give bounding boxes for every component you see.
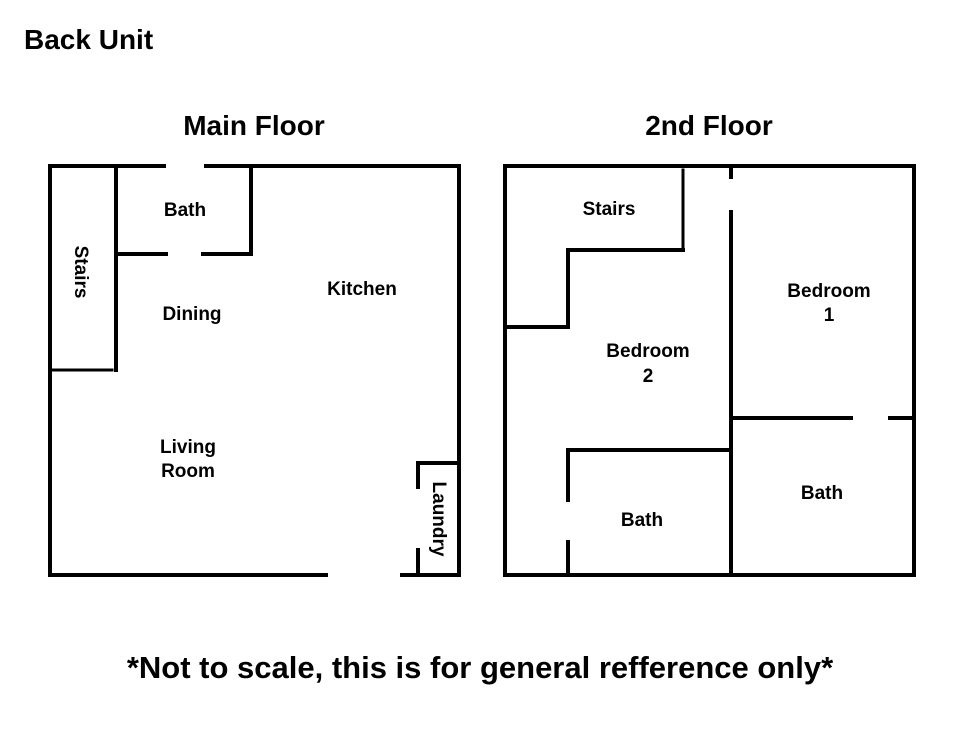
main-laundry-label: Laundry [428, 482, 449, 557]
second-bedroom1-label-line2: 1 [824, 305, 835, 326]
main-living-label-line2: Room [161, 461, 215, 482]
second-bath-right-label: Bath [801, 483, 843, 504]
second-stairs-label: Stairs [583, 199, 636, 220]
main-bath-label: Bath [164, 200, 206, 221]
main-dining-label: Dining [162, 304, 221, 325]
second-floor-title: 2nd Floor [645, 110, 773, 141]
main-living-label-line1: Living [160, 437, 216, 458]
main-kitchen-label: Kitchen [327, 279, 397, 300]
main-floor-title: Main Floor [183, 110, 325, 141]
main-floor-plan [48, 164, 461, 577]
scale-disclaimer: *Not to scale, this is for general reffe… [126, 650, 834, 685]
second-bedroom1-label-line1: Bedroom [787, 281, 870, 302]
second-bedroom2-label-line1: Bedroom [606, 341, 689, 362]
second-bedroom2-label-line2: 2 [643, 366, 654, 387]
second-floor-plan [503, 164, 916, 577]
main-stairs-label: Stairs [70, 246, 91, 299]
second-bath-left-label: Bath [621, 510, 663, 531]
page-title: Back Unit [24, 24, 154, 55]
